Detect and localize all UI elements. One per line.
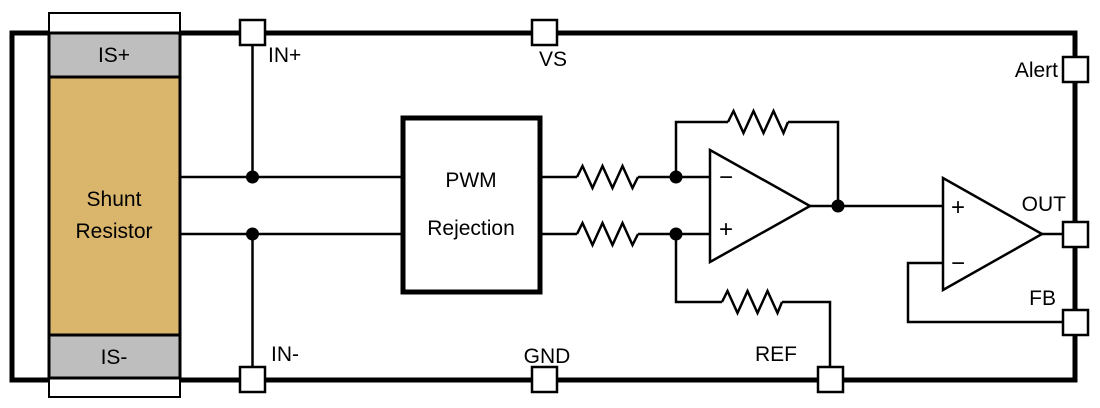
wire-opamp2-feedback-to-fb <box>906 261 1063 324</box>
pwm-rejection-box <box>400 115 543 295</box>
wire-ref-left <box>674 234 722 304</box>
pin-fb <box>1061 308 1090 337</box>
junction-dot <box>246 227 259 241</box>
pin-out <box>1061 220 1090 249</box>
pin-vs <box>530 18 559 47</box>
pin-gnd <box>530 365 559 394</box>
opamp1-noninverting-input-sign: + <box>719 216 733 243</box>
pin-labels: IN+ VS Alert OUT FB REF GND IN- <box>268 44 1066 368</box>
opamp1-inverting-input-sign: − <box>719 164 733 191</box>
opamp2-triangle <box>941 175 1045 293</box>
pin-label-out: OUT <box>1022 193 1067 216</box>
resistor-symbol-feedback <box>726 107 790 137</box>
junction-dot <box>669 170 683 184</box>
opamp2-inverting-input-sign: − <box>951 250 965 277</box>
pin-label-fb: FB <box>1029 287 1056 310</box>
opamp2: + − <box>941 175 1045 293</box>
resistor-symbol-input-bottom <box>575 219 640 249</box>
pin-label-alert: Alert <box>1015 59 1058 82</box>
resistor-symbol-input-top <box>575 162 640 192</box>
wire-feedback-left <box>674 120 728 177</box>
pin-ref <box>816 365 845 394</box>
shunt-resistor-component: IS+ IS- Shunt Resistor <box>47 12 182 398</box>
pin-label-vs: VS <box>539 48 567 71</box>
junction-dots <box>246 170 845 241</box>
shunt-bottom-tab <box>48 377 181 398</box>
pin-in-plus <box>238 18 267 47</box>
wire-feedback-right <box>788 120 840 206</box>
resistor-symbol-ref <box>720 287 784 317</box>
pin-label-gnd: GND <box>524 345 571 368</box>
pwm-block-label-line1: PWM <box>445 169 496 192</box>
resistors <box>575 107 790 317</box>
shunt-terminal-top-label: IS+ <box>98 44 130 67</box>
wire-ref-right <box>782 300 832 367</box>
pwm-block-label-line2: Rejection <box>427 217 515 240</box>
shunt-top-tab <box>48 12 181 35</box>
pwm-rejection-block: PWM Rejection <box>400 115 543 295</box>
pin-label-in-plus: IN+ <box>268 44 301 67</box>
pins <box>238 18 1090 394</box>
pin-label-in-minus: IN- <box>271 343 299 366</box>
opamp1: − + <box>708 147 813 265</box>
opamp2-noninverting-input-sign: + <box>951 194 965 221</box>
opamp1-triangle <box>708 147 813 265</box>
junction-dot <box>669 227 683 241</box>
shunt-terminal-bottom-label: IS- <box>101 346 128 369</box>
pin-label-ref: REF <box>755 343 797 366</box>
shunt-body-label-line2: Resistor <box>75 220 152 243</box>
junction-dot <box>246 170 259 184</box>
pin-in-minus <box>238 365 267 394</box>
pin-alert <box>1061 55 1090 84</box>
shunt-body <box>47 75 182 337</box>
junction-dot <box>831 199 845 213</box>
wires <box>180 45 1063 367</box>
shunt-terminal-is-minus <box>47 333 182 380</box>
shunt-body-label-line1: Shunt <box>87 188 142 211</box>
